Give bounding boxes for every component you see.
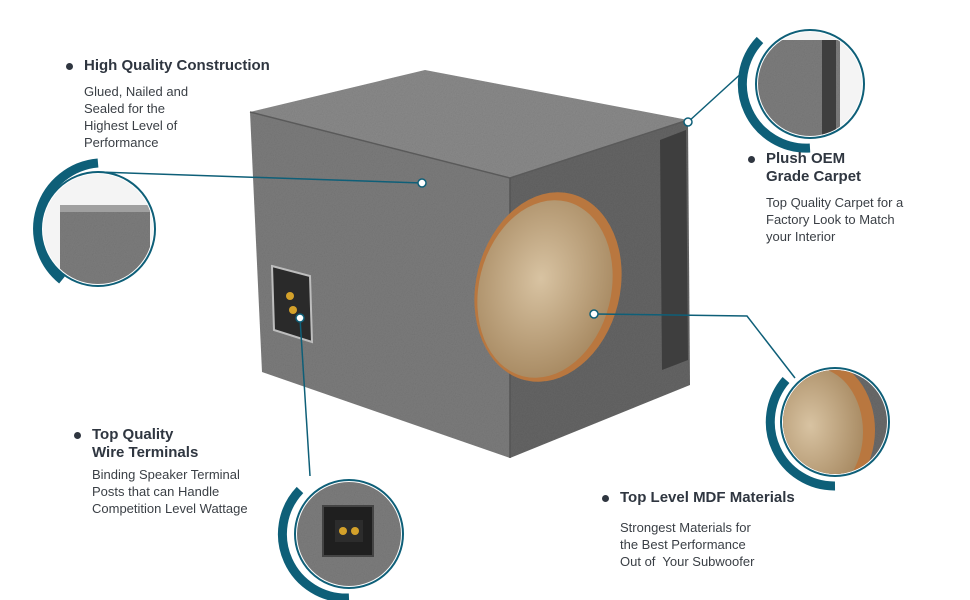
callout-line-carpet: [687, 69, 746, 123]
feature-description: Top Quality Carpet for a Factory Look to…: [748, 194, 948, 245]
feature-terminals: Top Quality Wire Terminals Binding Speak…: [74, 426, 304, 517]
callout-lines: [97, 69, 796, 477]
title-line: Plush OEM: [766, 150, 846, 167]
zoom-circle-carpet: [737, 29, 865, 153]
feature-title: Top Level MDF Materials: [602, 489, 842, 507]
desc-line: Competition Level Wattage: [92, 501, 248, 516]
desc-line: the Best Performance: [620, 537, 746, 552]
desc-line: Top Quality Carpet for a: [766, 195, 904, 210]
title-line: Top Quality: [92, 426, 174, 443]
desc-line: your Interior: [766, 229, 836, 244]
desc-line: Posts that can Handle: [92, 484, 220, 499]
callout-line-terminals: [299, 317, 311, 477]
feature-carpet: Plush OEM Grade Carpet Top Quality Carpe…: [748, 150, 948, 245]
box-top-face: [250, 70, 688, 178]
subwoofer-box: [249, 70, 690, 458]
box-left-face: [250, 112, 510, 458]
feature-description: Binding Speaker Terminal Posts that can …: [74, 466, 304, 517]
feature-description: Glued, Nailed and Sealed for the Highest…: [66, 83, 306, 151]
callout-dot-terminals: [295, 313, 305, 323]
terminal-cup: [270, 264, 314, 344]
desc-line: Sealed for the: [84, 101, 165, 116]
callout-dot-construction: [417, 178, 427, 188]
desc-line: Factory Look to Match: [766, 212, 895, 227]
feature-description: Strongest Materials for the Best Perform…: [602, 519, 842, 570]
zoom-circle-terminals: [277, 479, 404, 600]
feature-mdf: Top Level MDF Materials Strongest Materi…: [602, 489, 842, 570]
feature-title: Plush OEM Grade Carpet: [748, 150, 948, 186]
slot-port: [660, 130, 688, 370]
desc-line: Performance: [84, 135, 159, 150]
desc-line: Highest Level of: [84, 118, 178, 133]
callout-line-construction: [97, 171, 423, 184]
desc-line: Strongest Materials for: [620, 520, 751, 535]
feature-construction: High Quality Construction Glued, Nailed …: [66, 57, 306, 151]
desc-line: Out of Your Subwoofer: [620, 554, 755, 569]
title-line: Grade Carpet: [766, 168, 862, 185]
callout-line-mdf: [593, 313, 796, 379]
callout-dot-mdf: [589, 309, 599, 319]
callout-dot-carpet: [683, 117, 693, 127]
zoom-circle-construction: [33, 158, 156, 287]
subwoofer-hole: [474, 192, 622, 382]
feature-title: High Quality Construction: [66, 57, 306, 75]
feature-title: Top Quality Wire Terminals: [74, 426, 304, 462]
title-line: Wire Terminals: [92, 444, 199, 461]
zoom-circle-mdf: [765, 367, 890, 491]
desc-line: Binding Speaker Terminal: [92, 467, 240, 482]
desc-line: Glued, Nailed and: [84, 84, 189, 99]
